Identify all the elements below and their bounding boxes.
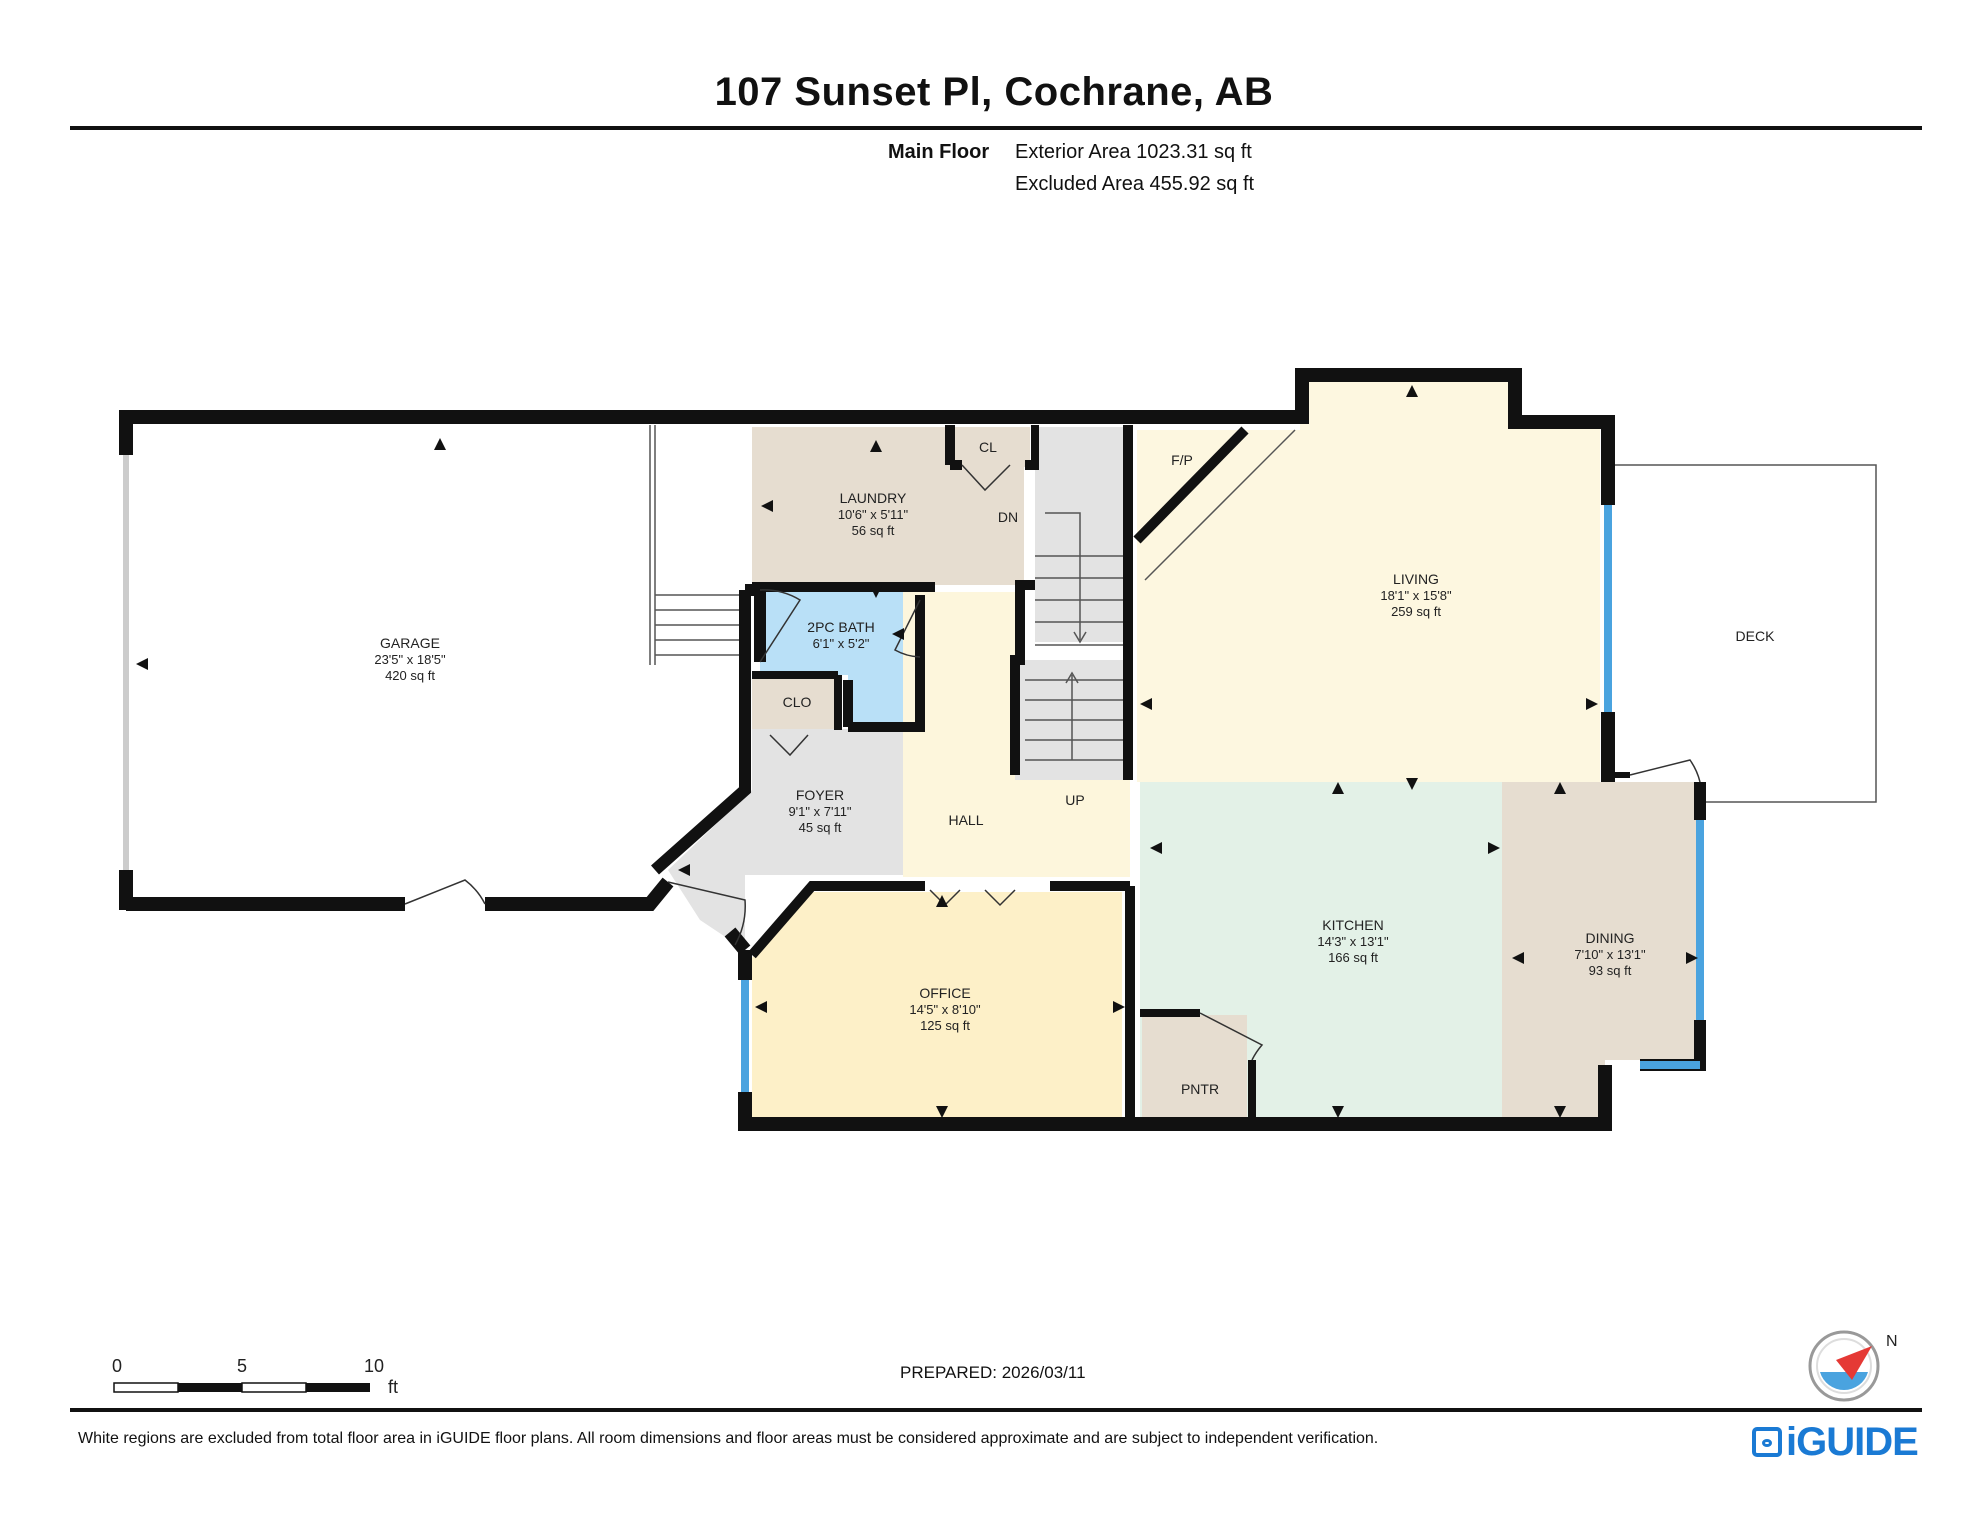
scale-bar: 0 5 10 ft — [112, 1356, 398, 1397]
dims-kitchen: 14'3" x 13'1" — [1317, 934, 1389, 949]
scale-unit: ft — [388, 1377, 398, 1397]
dimension-arrows — [136, 385, 1698, 1118]
area-garage: 420 sq ft — [385, 668, 435, 683]
area-foyer: 45 sq ft — [799, 820, 842, 835]
hall-fill — [903, 592, 1015, 877]
brand-name: iGUIDE — [1786, 1420, 1919, 1464]
label-foyer: FOYER — [796, 787, 844, 803]
label-dining: DINING — [1586, 930, 1635, 946]
area-laundry: 56 sq ft — [852, 523, 895, 538]
scale-label-5: 5 — [237, 1356, 247, 1376]
excluded-area: Excluded Area 455.92 sq ft — [1015, 173, 1255, 195]
dims-living: 18'1" x 15'8" — [1380, 588, 1452, 603]
dims-bath: 6'1" x 5'2" — [813, 636, 870, 651]
page-title: 107 Sunset Pl, Cochrane, AB — [714, 70, 1274, 114]
label-garage: GARAGE — [380, 635, 440, 651]
stairs — [649, 425, 1296, 761]
label-pantry: PNTR — [1181, 1081, 1219, 1097]
area-kitchen: 166 sq ft — [1328, 950, 1378, 965]
label-bath: 2PC BATH — [807, 619, 874, 635]
label-cl: CL — [979, 439, 997, 455]
label-dn: DN — [998, 509, 1018, 525]
dining-fill — [1502, 782, 1700, 1118]
label-laundry: LAUNDRY — [840, 490, 907, 506]
dims-office: 14'5" x 8'10" — [909, 1002, 981, 1017]
label-kitchen: KITCHEN — [1322, 917, 1383, 933]
dims-garage: 23'5" x 18'5" — [374, 652, 446, 667]
label-deck: DECK — [1736, 628, 1776, 644]
compass-label: N — [1886, 1333, 1898, 1350]
dims-foyer: 9'1" x 7'11" — [788, 804, 851, 819]
walls — [119, 368, 1706, 1131]
area-living: 259 sq ft — [1391, 604, 1441, 619]
area-dining: 93 sq ft — [1589, 963, 1632, 978]
deck-outline — [1615, 464, 1877, 803]
scale-label-0: 0 — [112, 1356, 122, 1376]
room-fills — [668, 375, 1700, 1118]
label-hall: HALL — [948, 812, 983, 828]
prepared-date: PREPARED: 2026/03/11 — [900, 1363, 1086, 1382]
floor-label: Main Floor — [888, 141, 990, 163]
pantry-fill — [1142, 1015, 1247, 1118]
stairs-upper-fill — [1035, 427, 1123, 642]
scale-label-10: 10 — [364, 1356, 384, 1376]
label-up: UP — [1065, 792, 1084, 808]
office-fill — [752, 892, 1122, 1118]
footer-rule — [70, 1408, 1922, 1412]
living-fill — [1137, 375, 1600, 782]
label-clo: CLO — [783, 694, 812, 710]
dims-dining: 7'10" x 13'1" — [1574, 947, 1646, 962]
dims-laundry: 10'6" x 5'11" — [838, 507, 909, 522]
foyer-fill — [668, 729, 903, 950]
header-rule — [70, 126, 1922, 130]
closet-cl-fill — [950, 427, 1030, 467]
hall-lower-fill — [1015, 780, 1130, 877]
doors — [404, 464, 1701, 1061]
compass-icon: N — [1808, 1330, 1898, 1402]
iguide-logo: iGUIDE — [1752, 1420, 1919, 1465]
label-fp: F/P — [1171, 452, 1193, 468]
label-living: LIVING — [1393, 571, 1439, 587]
disclaimer-text: White regions are excluded from total fl… — [78, 1430, 1379, 1447]
iguide-logo-icon — [1752, 1427, 1782, 1457]
area-office: 125 sq ft — [920, 1018, 970, 1033]
closet-clo-fill — [752, 677, 837, 729]
windows — [741, 505, 1704, 1092]
exterior-area: Exterior Area 1023.31 sq ft — [1015, 141, 1252, 163]
label-office: OFFICE — [919, 985, 970, 1001]
bath-fill — [760, 590, 920, 727]
